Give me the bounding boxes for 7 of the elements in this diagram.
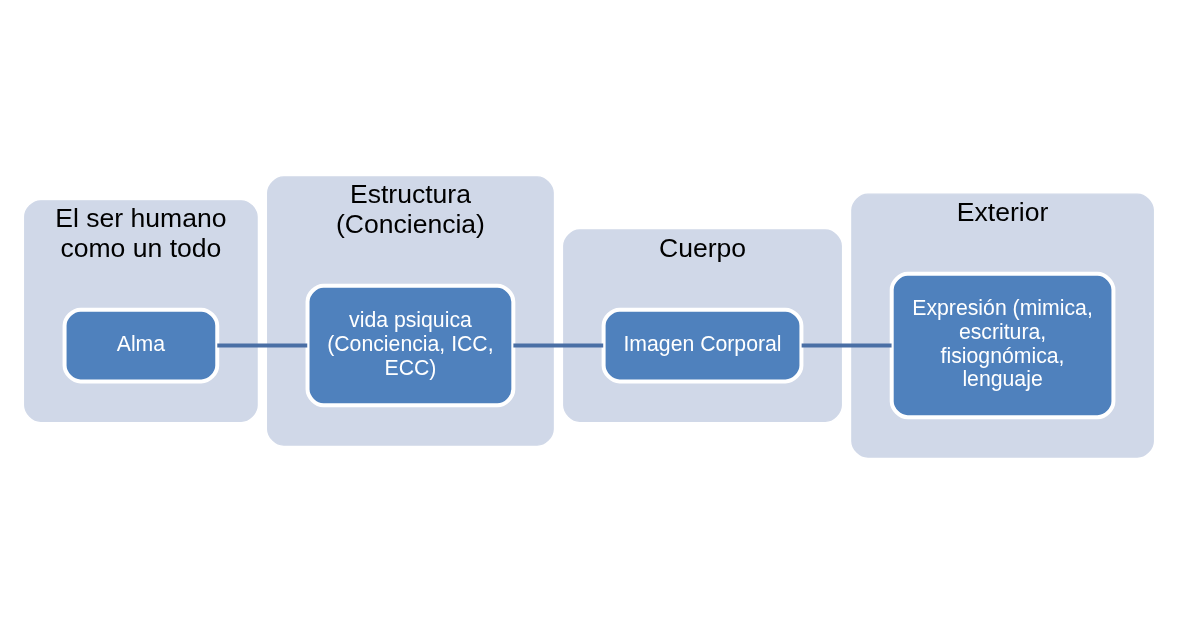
connector (801, 343, 892, 348)
connector (217, 343, 308, 348)
node-box: Expresión (mimica, escritura, fisiognómica, lenguaje (889, 271, 1116, 420)
node-box: Alma (62, 307, 220, 384)
connector (513, 343, 604, 348)
node-box: Imagen Corporal (601, 307, 804, 384)
node-box: vida psiquica (Conciencia, ICC, ECC) (305, 283, 516, 408)
